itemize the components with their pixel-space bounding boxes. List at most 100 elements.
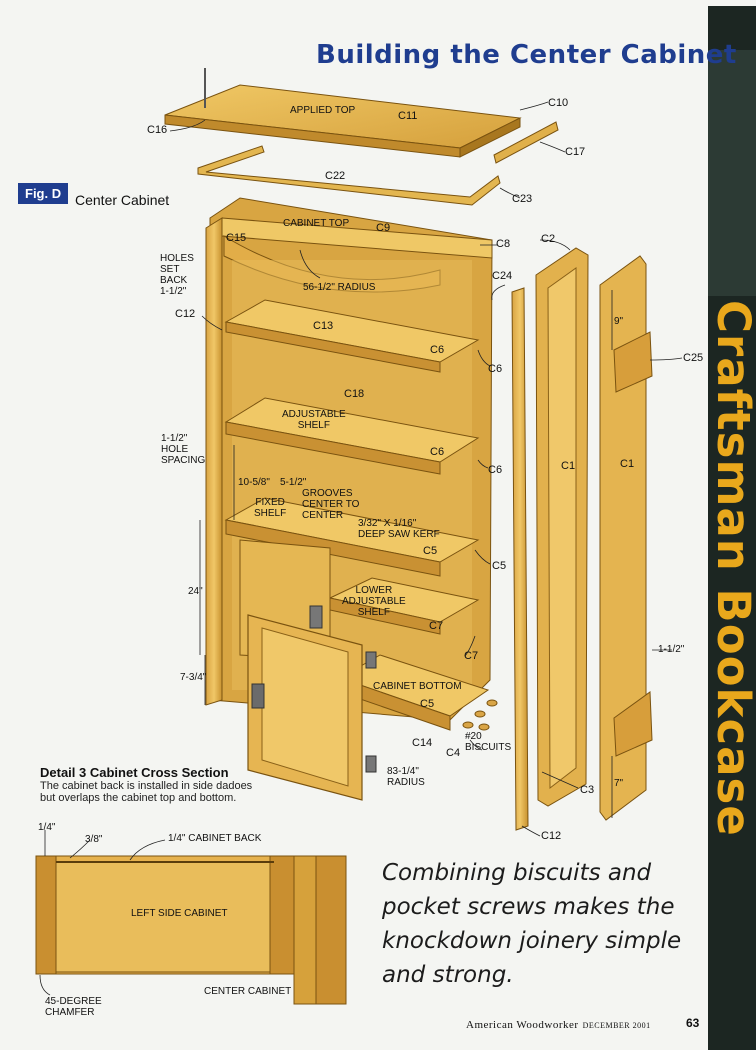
part-label-c6-shelf2: C6 [430, 446, 445, 458]
label-center-cabinet: CENTER CABINET [204, 986, 292, 997]
label-dim-1-12: 1-1/2" [658, 644, 685, 655]
part-label-c18: C18 [344, 388, 365, 400]
part-label-c12: C12 [175, 308, 196, 320]
label-line: SPACING [161, 455, 206, 466]
label-line: FIXED [255, 497, 285, 508]
detail3-cross-section [35, 830, 347, 1005]
label-line: ADJUSTABLE [282, 409, 346, 420]
part-label-c12-bottom: C12 [541, 830, 562, 842]
label-applied-top: APPLIED TOP [290, 105, 356, 116]
part-label-c23: C23 [512, 193, 533, 205]
sidebar-strip [708, 50, 756, 296]
part-label-c17: C17 [565, 146, 586, 158]
part-label-c8: C8 [496, 238, 511, 250]
label-dim-1-4: 1/4" [38, 822, 56, 833]
issue-date: DECEMBER 2001 [582, 1021, 651, 1030]
page-number: 63 [686, 1016, 700, 1030]
label-left-side-cabinet: LEFT SIDE CABINET [131, 908, 228, 919]
figure-badge: Fig. D [18, 183, 69, 204]
cleat-lower [613, 691, 653, 757]
label-line: CENTER TO [302, 499, 360, 510]
part-label-c16: C16 [147, 124, 168, 136]
part-label-c5-bottom: C5 [420, 698, 435, 710]
leader-lines [169, 101, 683, 837]
front-door [247, 614, 377, 801]
label-line: SHELF [254, 508, 287, 519]
part-label-c9: C9 [376, 222, 391, 234]
label-grooves: GROOVES CENTER TO CENTER [302, 488, 359, 521]
c17-strip [493, 121, 559, 164]
magazine-name: American Woodworker [466, 1019, 579, 1031]
part-label-c1-frame: C1 [561, 460, 576, 472]
label-dim-7-34: 7-3/4" [180, 672, 207, 683]
label-saw-kerf: 3/32" X 1/16" DEEP SAW KERF [358, 518, 440, 540]
part-label-c1-panel: C1 [620, 458, 635, 470]
label-line: BISCUITS [465, 742, 512, 753]
c22-frame [197, 145, 501, 206]
shelf-c13 [224, 299, 480, 373]
part-label-c7-right: C7 [464, 650, 479, 662]
label-line: BACK [160, 275, 188, 286]
part-label-c5-shelf: C5 [423, 545, 438, 557]
label-holes-set-back: HOLES SET BACK 1-1/2" [160, 253, 194, 297]
label-line: RADIUS [387, 777, 425, 788]
label-dim-7: 7" [614, 778, 624, 789]
label-adjustable-shelf: ADJUSTABLE SHELF [282, 409, 346, 431]
label-line: SHELF [357, 607, 390, 618]
label-fixed-shelf: FIXED SHELF [254, 497, 286, 519]
label-cabinet-back: 1/4" CABINET BACK [168, 833, 262, 844]
shelf-c18 [224, 397, 480, 475]
label-line: DEEP SAW KERF [358, 529, 440, 540]
part-label-c14: C14 [412, 737, 433, 749]
part-label-c6-right1: C6 [488, 363, 503, 375]
label-line: CENTER [302, 510, 344, 521]
label-line: SHELF [297, 420, 330, 431]
label-dim-10-58: 10-5/8" [238, 477, 270, 488]
part-label-c5-right: C5 [492, 560, 507, 572]
label-line: 1-1/2" [161, 433, 188, 444]
label-biscuits: #20 BISCUITS [465, 731, 511, 753]
part-label-c6-right2: C6 [488, 464, 503, 476]
label-radius-56: 56-1/2" RADIUS [303, 282, 376, 293]
label-hole-spacing: 1-1/2" HOLE SPACING [161, 433, 205, 466]
label-line: HOLES [160, 253, 194, 264]
rail-c12 [511, 287, 529, 831]
label-chamfer: 45-DEGREE CHAMFER [45, 996, 102, 1018]
cleat-c25 [613, 331, 653, 393]
shelf-fixed-c5 [224, 497, 480, 577]
part-label-c3: C3 [580, 784, 595, 796]
part-label-c22: C22 [325, 170, 346, 182]
label-dim-9: 9" [614, 316, 624, 327]
door-pull-icon [251, 683, 265, 709]
part-label-c13: C13 [313, 320, 334, 332]
part-label-c4: C4 [446, 747, 461, 759]
figure-caption: Center Cabinet [75, 192, 170, 208]
label-dim-5-12: 5-1/2" [280, 477, 307, 488]
part-label-c7-shelf: C7 [429, 620, 444, 632]
label-line: ADJUSTABLE [342, 596, 406, 607]
part-label-c15: C15 [226, 232, 247, 244]
label-line: CHAMFER [45, 1007, 95, 1018]
pull-quote: Combining biscuits and pocket screws mak… [382, 860, 682, 988]
label-dim-24: 24" [188, 586, 203, 597]
side-frame-c2 [535, 247, 589, 807]
side-panel-c1 [599, 255, 653, 821]
applied-top-panel [164, 84, 522, 158]
part-label-c2: C2 [541, 233, 556, 245]
label-line: 3/32" X 1/16" [358, 518, 417, 529]
label-radius-83: 83-1/4" RADIUS [387, 766, 425, 788]
label-cabinet-bottom: CABINET BOTTOM [373, 681, 462, 692]
detail3-text: The cabinet back is installed in side da… [40, 780, 253, 804]
shelf-c7 [328, 577, 480, 635]
label-line: 83-1/4" [387, 766, 419, 777]
label-lower-adjustable-shelf: LOWER ADJUSTABLE SHELF [342, 585, 406, 618]
label-line: 1-1/2" [160, 286, 187, 297]
hinge-icon [365, 755, 377, 773]
part-label-c11: C11 [398, 110, 418, 122]
dimension-lines [199, 290, 613, 818]
hinge-icon [365, 651, 377, 669]
label-cabinet-top: CABINET TOP [283, 218, 350, 229]
